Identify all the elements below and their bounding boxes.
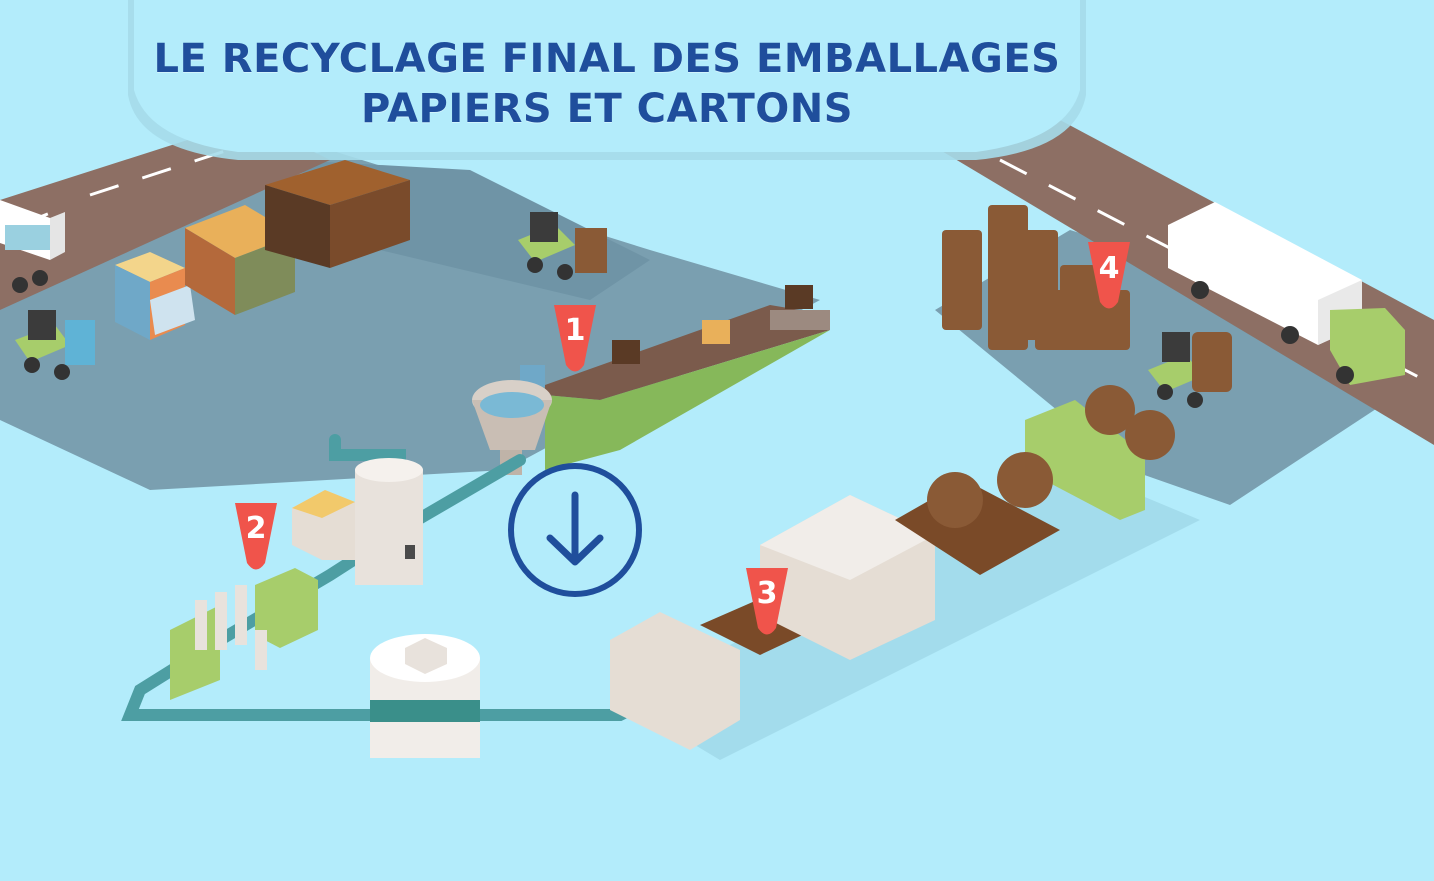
filter-machine bbox=[170, 568, 318, 700]
step-marker-4[interactable]: 4 bbox=[1088, 242, 1130, 309]
paper-rolls-stock bbox=[942, 205, 1130, 350]
bales-stack-small bbox=[115, 252, 195, 340]
next-step-button[interactable] bbox=[508, 463, 642, 597]
step-marker-label: 4 bbox=[1099, 251, 1120, 286]
mixing-tank bbox=[292, 490, 355, 560]
truck-left bbox=[0, 200, 65, 293]
title-banner bbox=[128, 0, 1086, 160]
pulper-hopper bbox=[472, 380, 552, 475]
forklift-top bbox=[518, 212, 607, 280]
truck-right bbox=[1168, 202, 1405, 385]
forklift-left bbox=[15, 310, 95, 380]
step-marker-2[interactable]: 2 bbox=[235, 503, 277, 570]
conveyor-belt bbox=[545, 305, 830, 470]
road-right bbox=[940, 120, 1434, 445]
forklift-right bbox=[1148, 332, 1232, 408]
bales-stack-brown bbox=[265, 160, 410, 268]
page-title-line-1: LE RECYCLAGE FINAL DES EMBALLAGES bbox=[153, 36, 1061, 82]
map-pin-icon bbox=[746, 568, 788, 635]
paper-machine bbox=[610, 400, 1145, 750]
step-marker-label: 2 bbox=[246, 511, 267, 546]
cylinder-tank bbox=[370, 634, 480, 758]
step-marker-label: 3 bbox=[757, 576, 778, 611]
step-marker-label: 1 bbox=[565, 313, 586, 348]
conveyor-bales bbox=[520, 285, 813, 387]
page-title-line-2: PAPIERS ET CARTONS bbox=[360, 86, 854, 132]
map-pin-icon bbox=[235, 503, 277, 570]
map-pin-icon bbox=[1088, 242, 1130, 309]
step-marker-1[interactable]: 1 bbox=[554, 305, 596, 372]
storage-tank bbox=[355, 458, 423, 585]
map-pin-icon bbox=[554, 305, 596, 372]
step-marker-3[interactable]: 3 bbox=[746, 568, 788, 635]
road-left bbox=[0, 120, 330, 310]
page-title: LE RECYCLAGE FINAL DES EMBALLAGES PAPIER… bbox=[128, 34, 1086, 134]
paper-rolls-line bbox=[927, 385, 1175, 528]
